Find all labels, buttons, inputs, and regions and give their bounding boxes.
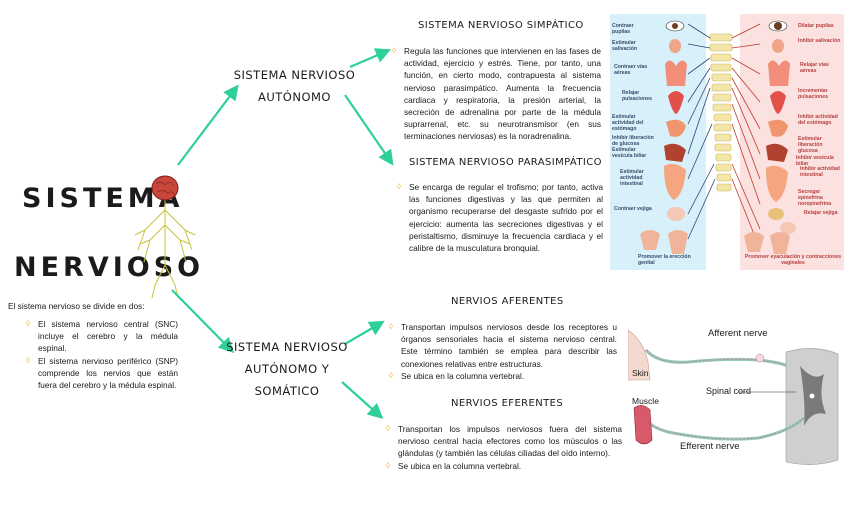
label-right: Incrementar pulsaciones bbox=[798, 88, 842, 100]
label-right: Estimular liberación glucosa bbox=[798, 136, 842, 154]
label-right: Inhibir salivación bbox=[798, 38, 842, 44]
muscle-label: Muscle bbox=[632, 396, 659, 406]
parasimpatico-title: SISTEMA NERVIOSO PARASIMPÁTICO bbox=[409, 157, 602, 168]
branch-autonomo: SISTEMA NERVIOSO AUTÓNOMO bbox=[232, 64, 357, 108]
list-item: ◊Se ubica en la columna vertebral. bbox=[401, 370, 617, 382]
afferent-nerve-label: Afferent nerve bbox=[708, 328, 768, 339]
label-left: Relajar pulsaciones bbox=[622, 90, 658, 102]
autonomic-figure: Contraer pupilas Estimular salivación Co… bbox=[610, 14, 844, 270]
label-left: Estimular salivación bbox=[612, 40, 656, 52]
label-left: Promover la erección genital bbox=[638, 254, 694, 266]
spinal-cord-label: Spinal cord bbox=[706, 386, 751, 396]
efferent-nerve-label: Efferent nerve bbox=[680, 441, 740, 452]
parasimpatico-text: ◊Se encarga de regular el trofismo; por … bbox=[409, 181, 603, 254]
eferentes-list: ◊Transportan los impulsos nerviosos fuer… bbox=[398, 423, 622, 472]
simpatico-title: SISTEMA NERVIOSO SIMPÁTICO bbox=[418, 20, 584, 31]
reflex-arc-figure: Afferent nerve Skin Spinal cord Muscle E… bbox=[628, 322, 842, 472]
label-right: Inhibir actividad intestinal bbox=[800, 166, 842, 178]
label-left: Estimular actividad intestinal bbox=[620, 169, 656, 187]
arrow-to-autonomo bbox=[178, 88, 236, 165]
label-right: Inhibir actividad del estómago bbox=[798, 114, 842, 126]
label-left: Contraer vejiga bbox=[614, 206, 654, 212]
label-right: Relajar vías aéreas bbox=[800, 62, 840, 74]
label-left: Estimular actividad del estómago bbox=[612, 114, 652, 132]
label-right: Secregar epinefrina norepinefrina bbox=[798, 189, 842, 207]
label-left: Inhibir liberación de glucosa Estimular … bbox=[612, 135, 654, 159]
list-item: ◊Se ubica en la columna vertebral. bbox=[398, 460, 622, 472]
list-item: ◊Transportan impulsos nerviosos desde lo… bbox=[401, 321, 617, 370]
label-right: Promover eyaculación y contracciones vag… bbox=[744, 254, 842, 266]
eferentes-title: NERVIOS EFERENTES bbox=[451, 398, 563, 409]
label-left: Contraer vías aéreas bbox=[614, 64, 650, 76]
branch-autonomo-somatico: SISTEMA NERVIOSO AUTÓNOMO Y SOMÁTICO bbox=[212, 336, 362, 402]
list-item: ◊Transportan los impulsos nerviosos fuer… bbox=[398, 423, 622, 460]
skin-label: Skin bbox=[632, 368, 649, 378]
label-left: Contraer pupilas bbox=[612, 23, 652, 35]
label-right: Dilatar pupilas bbox=[798, 23, 842, 29]
aferentes-title: NERVIOS AFERENTES bbox=[451, 296, 564, 307]
label-right: Relajar vejiga bbox=[804, 210, 842, 216]
bullet-icon: ◊ bbox=[392, 45, 396, 57]
bullet-icon: ◊ bbox=[397, 181, 401, 193]
aferentes-list: ◊Transportan impulsos nerviosos desde lo… bbox=[401, 321, 617, 382]
simpatico-text: ◊Regula las funciones que intervienen en… bbox=[404, 45, 601, 143]
